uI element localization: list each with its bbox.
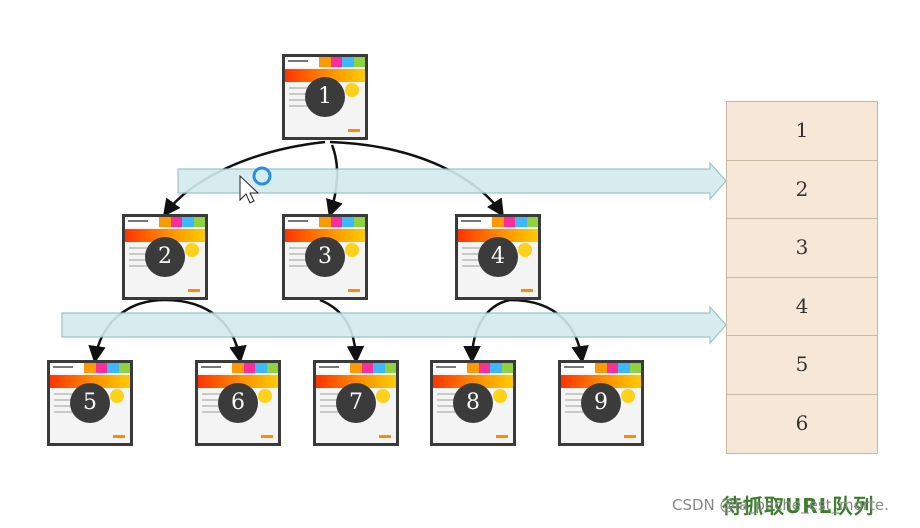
edge-1-2 [162,140,326,217]
queue-cell: 6 [727,394,877,454]
node-number: 5 [70,383,110,423]
queue-band-arrow-1 [177,161,727,201]
node-number: 3 [305,237,345,277]
webpage-node-8: 8 [430,360,516,446]
node-number: 1 [305,77,345,117]
queue-cell: 4 [727,277,877,337]
url-queue: 1 2 3 4 5 6 [726,101,878,454]
webpage-node-2: 2 [122,214,208,300]
node-number: 4 [478,237,518,277]
webpage-node-4: 4 [455,214,541,300]
queue-cell: 2 [727,160,877,220]
queue-cell: 3 [727,219,877,278]
node-number: 2 [145,237,185,277]
webpage-node-7: 7 [313,360,399,446]
node-number: 6 [218,383,258,423]
queue-band-arrow-2 [61,305,727,345]
click-ring-icon [252,166,272,186]
webpage-node-6: 6 [195,360,281,446]
watermark: CSDN @la_peche_est_morte. [672,496,889,514]
webpage-node-3: 3 [282,214,368,300]
mouse-cursor-icon [239,166,272,204]
webpage-node-1: 1 [282,54,368,140]
queue-cell: 5 [727,336,877,395]
node-number: 8 [453,383,493,423]
queue-title: 待抓取URL队列 [722,494,875,518]
node-number: 9 [581,383,621,423]
webpage-node-5: 5 [47,360,133,446]
edge-1-4 [329,140,504,217]
webpage-node-9: 9 [558,360,644,446]
queue-cell: 1 [727,102,877,161]
node-number: 7 [336,383,376,423]
